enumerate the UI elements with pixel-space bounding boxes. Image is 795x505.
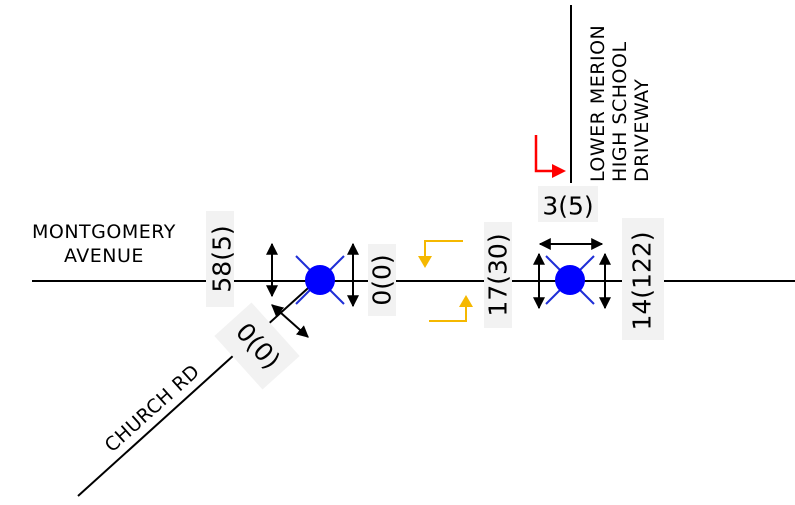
count-between-east: 17(30)	[484, 233, 513, 316]
count-montgomery-east: 14(122)	[628, 231, 657, 330]
count-arrow-church-rd	[271, 304, 309, 338]
driveway-label-line2: HIGH SCHOOL	[609, 41, 631, 182]
driveway-label-line1: LOWER MERION	[587, 25, 609, 182]
montgomery-avenue-label-line1: MONTGOMERY	[32, 221, 176, 243]
signal-icon	[545, 255, 595, 305]
driveway-label-line3: DRIVEWAY	[631, 79, 653, 182]
church-rd-label: CHURCH RD	[101, 360, 205, 456]
count-box-montgomery-west	[206, 211, 234, 307]
count-box-montgomery-east	[622, 218, 664, 340]
count-box-between-east	[484, 222, 512, 328]
turn-arrow-icon	[418, 240, 463, 268]
count-driveway: 3(5)	[542, 192, 593, 221]
count-montgomery-west: 58(5)	[208, 225, 237, 292]
count-box-between-west	[368, 244, 396, 316]
turn-arrow-icon	[429, 295, 473, 322]
count-between-west: 0(0)	[368, 254, 397, 305]
right-turn-arrow-icon	[534, 135, 566, 178]
signal-icon	[295, 255, 345, 305]
count-box-driveway	[538, 186, 598, 222]
count-box-church-rd	[214, 302, 300, 390]
montgomery-avenue-label-line2: AVENUE	[64, 245, 144, 267]
